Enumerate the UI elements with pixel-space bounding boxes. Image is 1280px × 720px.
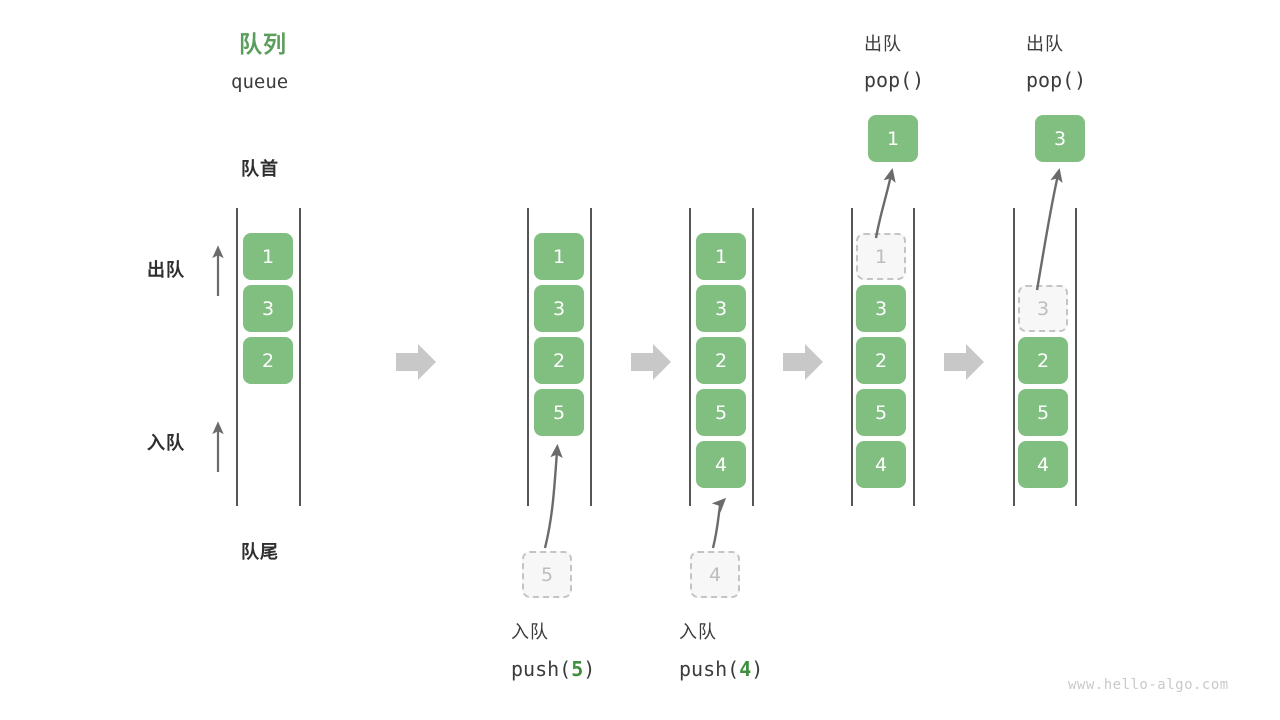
queue-cell: 4 (856, 441, 906, 488)
pop-caption-code: pop() (864, 68, 925, 92)
push-code-suffix: ) (751, 657, 764, 681)
figure-title-en: queue (231, 71, 289, 93)
queue-rail-left-col4 (851, 208, 853, 506)
queue-cell: 2 (856, 337, 906, 384)
queue-cell: 5 (1018, 389, 1068, 436)
push-code-value: 5 (571, 657, 584, 681)
push-code-value: 4 (739, 657, 752, 681)
push-caption-cn: 入队 (679, 622, 717, 643)
queue-rail-right-col2 (590, 208, 592, 506)
push-code-prefix: push( (679, 657, 740, 681)
step-arrow-icon (631, 344, 671, 380)
queue-cell: 2 (1018, 337, 1068, 384)
queue-cell: 5 (696, 389, 746, 436)
queue-cell: 3 (243, 285, 293, 332)
incoming-element-ghost: 5 (522, 551, 572, 598)
push-caption-code: push(4) (679, 659, 763, 679)
queue-cell-new: 4 (696, 441, 746, 488)
queue-rail-right-col5 (1075, 208, 1077, 506)
queue-cell-removed: 1 (856, 233, 906, 280)
queue-rail-left-col2 (527, 208, 529, 506)
queue-rail-left-col5 (1013, 208, 1015, 506)
queue-cell: 3 (534, 285, 584, 332)
queue-cell: 3 (696, 285, 746, 332)
step-arrow-icon (783, 344, 823, 380)
pop-caption-cn: 出队 (1026, 34, 1064, 55)
push-flow-arrow-icon (711, 497, 727, 549)
push-caption-cn: 入队 (511, 622, 549, 643)
queue-cell: 2 (243, 337, 293, 384)
queue-cell-removed: 3 (1018, 285, 1068, 332)
push-flow-arrow-icon (543, 443, 563, 549)
pop-flow-arrow-icon (874, 167, 896, 239)
queue-cell: 3 (856, 285, 906, 332)
queue-rail-right-col3 (752, 208, 754, 506)
queue-cell: 1 (534, 233, 584, 280)
step-arrow-icon (944, 344, 984, 380)
popped-element: 3 (1035, 115, 1085, 162)
push-code-prefix: push( (511, 657, 572, 681)
queue-cell: 1 (696, 233, 746, 280)
pop-caption-code: pop() (1026, 68, 1087, 92)
queue-rail-left-col3 (689, 208, 691, 506)
queue-rail-right-col4 (913, 208, 915, 506)
figure-title-cn: 队列 (239, 32, 287, 58)
queue-rear-label: 队尾 (241, 542, 279, 563)
push-code-suffix: ) (583, 657, 596, 681)
enqueue-direction-label: 入队 (147, 433, 185, 454)
queue-cell: 4 (1018, 441, 1068, 488)
queue-cell: 5 (856, 389, 906, 436)
popped-element: 1 (868, 115, 918, 162)
dequeue-direction-label: 出队 (147, 260, 185, 281)
pop-flow-arrow-icon (1035, 167, 1063, 291)
queue-cell-new: 5 (534, 389, 584, 436)
queue-rail-right-col1 (299, 208, 301, 506)
queue-cell: 2 (534, 337, 584, 384)
queue-front-label: 队首 (241, 159, 279, 180)
incoming-element-ghost: 4 (690, 551, 740, 598)
pop-caption-cn: 出队 (864, 34, 902, 55)
watermark: www.hello-algo.com (1068, 677, 1229, 693)
queue-rail-left-col1 (236, 208, 238, 506)
queue-cell: 1 (243, 233, 293, 280)
queue-cell: 2 (696, 337, 746, 384)
push-caption-code: push(5) (511, 659, 595, 679)
step-arrow-icon (396, 344, 436, 380)
